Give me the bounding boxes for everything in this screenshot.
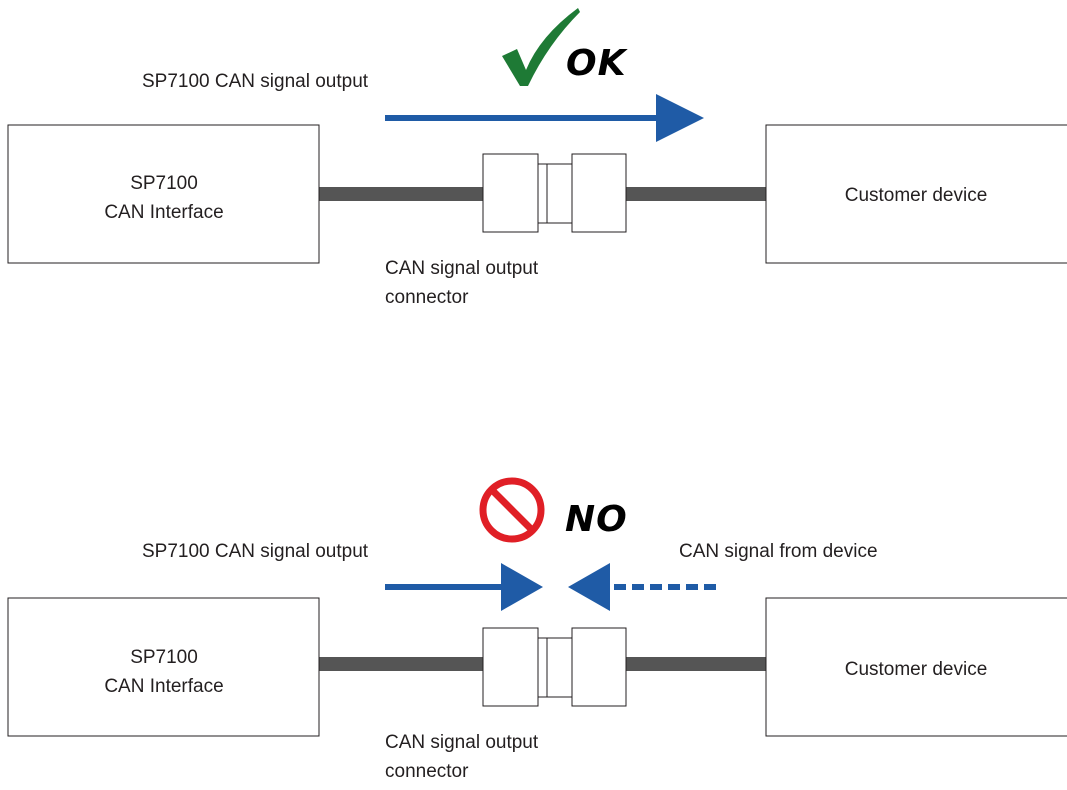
output-signal-label: SP7100 CAN signal output — [142, 71, 369, 92]
connector — [482, 627, 627, 707]
device-box-label: Customer device — [844, 185, 988, 206]
check-mark-icon — [502, 8, 580, 86]
cable-left — [319, 187, 483, 201]
interface-box-label-line1: SP7100 — [130, 173, 198, 194]
device-signal-arrow — [568, 563, 722, 611]
device-signal-label: CAN signal from device — [679, 541, 878, 562]
interface-box-label-line1: SP7100 — [130, 647, 198, 668]
connector — [482, 153, 627, 233]
verdict-no-label: NO — [565, 499, 628, 540]
diagram-no-panel: NO SP7100 CAN signal output CAN signal f… — [0, 470, 1067, 790]
interface-box — [7, 124, 320, 264]
output-arrow — [385, 563, 543, 611]
verdict-ok-label: OK — [566, 43, 627, 84]
cable-left — [319, 657, 483, 671]
connector-label-line1: CAN signal output — [385, 732, 539, 753]
connector-label-line2: connector — [385, 287, 469, 308]
diagram-no-graphic — [7, 477, 1067, 737]
diagram-ok-panel: OK SP7100 CAN signal output SP7100 CAN I… — [0, 0, 1067, 320]
cable-right — [626, 657, 766, 671]
interface-box — [7, 597, 320, 737]
output-arrow — [385, 94, 704, 142]
prohibited-icon — [479, 477, 545, 543]
device-box-label: Customer device — [844, 659, 988, 680]
cable-right — [626, 187, 766, 201]
interface-box-label-line2: CAN Interface — [104, 202, 224, 223]
interface-box-label-line2: CAN Interface — [104, 676, 224, 697]
output-signal-label: SP7100 CAN signal output — [142, 541, 369, 562]
device-box — [765, 124, 1067, 264]
connector-label-line2: connector — [385, 761, 469, 782]
device-box — [765, 597, 1067, 737]
diagram-ok-graphic — [7, 8, 1067, 264]
connector-label-line1: CAN signal output — [385, 258, 539, 279]
